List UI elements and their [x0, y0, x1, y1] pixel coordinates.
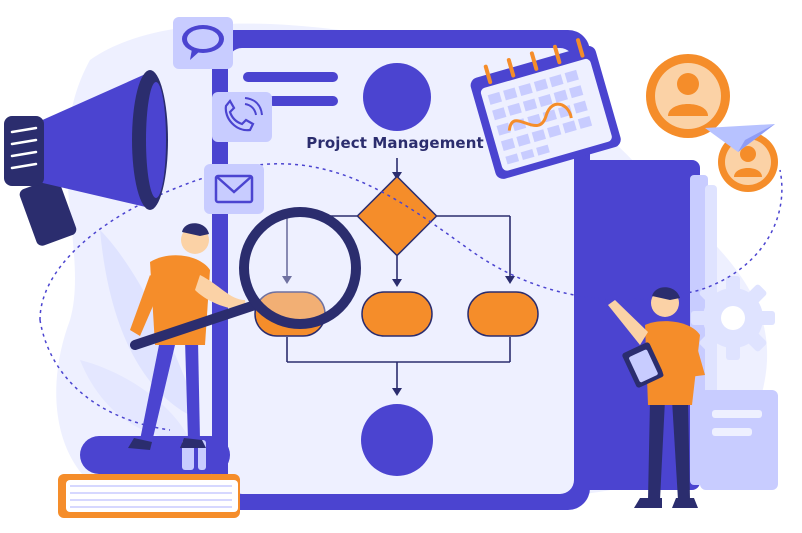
user-avatar-icon — [646, 54, 730, 138]
dotted-orbit-path — [39, 163, 783, 321]
flowchart-decision-node — [356, 175, 438, 257]
magnifying-glass-icon — [130, 207, 361, 350]
side-document — [700, 390, 778, 490]
tablet-header-line — [268, 96, 338, 106]
flowchart-process-node-middle — [361, 291, 433, 337]
clipboard-icon — [622, 342, 664, 388]
calendar-icon — [470, 38, 621, 179]
person-with-clipboard — [608, 287, 705, 508]
dotted-orbit-path-lower — [39, 319, 171, 431]
side-document-line — [712, 410, 762, 418]
books-icon — [58, 436, 240, 518]
side-document-line — [712, 428, 752, 436]
flowchart-end-node — [361, 404, 433, 476]
flowchart-title: Project Management — [306, 134, 484, 152]
megaphone-icon — [4, 70, 168, 246]
tablet-header-line — [243, 72, 338, 82]
flowchart-process-node-right — [467, 291, 539, 337]
gear-icon — [691, 276, 775, 360]
tablet-screen — [228, 48, 574, 494]
paper-plane-icon — [705, 124, 775, 152]
phone-icon — [212, 92, 272, 142]
email-icon — [204, 164, 264, 214]
leaf-left — [100, 230, 200, 420]
flowchart-start-node — [363, 63, 431, 131]
chat-bubble-icon — [173, 17, 233, 69]
leaf-left-2 — [80, 360, 190, 440]
